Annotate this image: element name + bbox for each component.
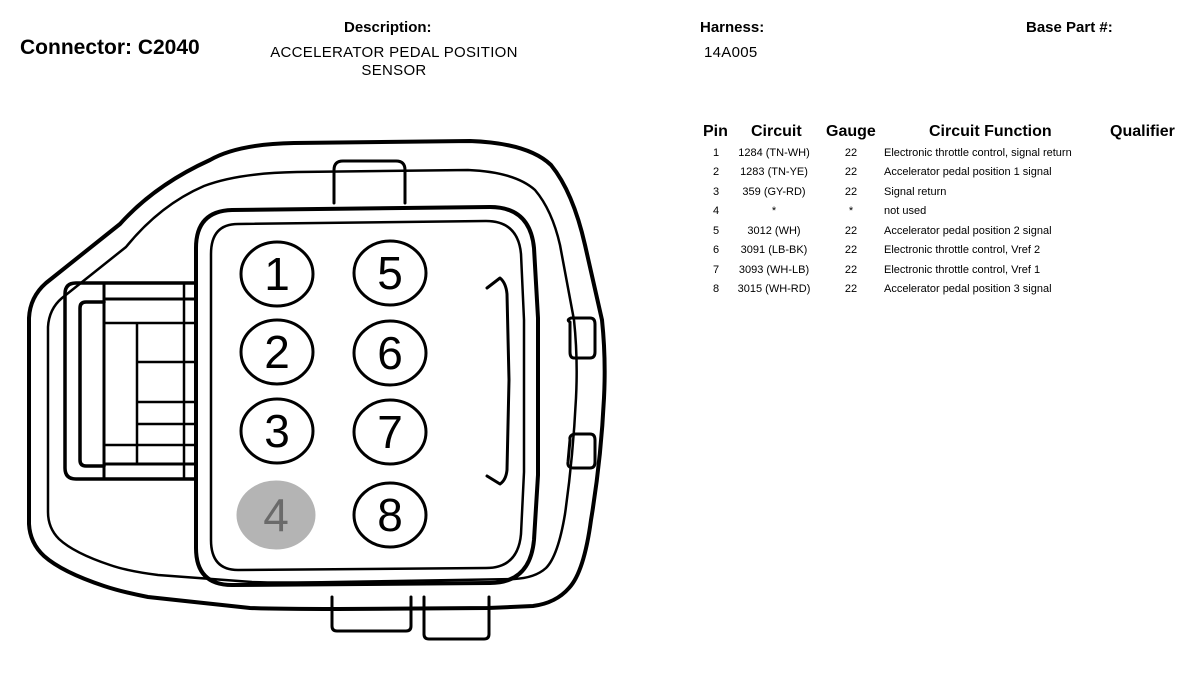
table-row: 7 3093 (WH-LB) 22 Electronic throttle co… <box>0 264 1200 283</box>
gauge: 22 <box>844 225 858 237</box>
pin-cavity-6 <box>352 319 428 387</box>
table-row: 4 * * not used <box>0 205 1200 224</box>
col-header-pin: Pin <box>703 123 728 140</box>
circuit-function: Accelerator pedal position 2 signal <box>884 225 1052 237</box>
description-label: Description: <box>344 19 432 36</box>
circuit: 3015 (WH-RD) <box>737 283 811 295</box>
top-latch-tab <box>332 159 407 205</box>
gauge: * <box>848 205 854 217</box>
connector-id: Connector: C2040 <box>20 36 200 59</box>
left-lock-bracket <box>78 300 106 468</box>
pin-number: 8 <box>712 283 720 295</box>
pin-cavity-7 <box>352 398 428 466</box>
pin-cavity-1 <box>239 240 315 308</box>
description-value: ACCELERATOR PEDAL POSITION SENSOR <box>270 44 518 79</box>
circuit-function: Electronic throttle control, Vref 2 <box>884 244 1041 256</box>
pin-label-4: 4 <box>263 489 289 541</box>
left-lock-outer <box>63 281 198 481</box>
gauge: 22 <box>844 166 858 178</box>
circuit: 359 (GY-RD) <box>742 186 806 198</box>
circuit-function: Electronic throttle control, signal retu… <box>884 147 1072 159</box>
left-lock-grid <box>102 281 198 481</box>
circuit-function: Accelerator pedal position 3 signal <box>884 283 1052 295</box>
pin-cavity-3 <box>239 397 315 465</box>
pin-label-2: 2 <box>264 326 290 378</box>
connector-face-diagram: 1 2 3 4 5 6 7 8 <box>27 139 607 641</box>
connector-outer-shell <box>27 139 607 611</box>
table-row: 5 3012 (WH) 22 Accelerator pedal positio… <box>0 225 1200 244</box>
bottom-tab-right <box>422 595 491 641</box>
table-row: 6 3091 (LB-BK) 22 Electronic throttle co… <box>0 244 1200 263</box>
pin-cavity-2 <box>239 318 315 386</box>
left-lock-frame <box>102 281 198 481</box>
col-header-qualifier: Qualifier <box>1110 123 1175 140</box>
table-row: 3 359 (GY-RD) 22 Signal return <box>0 186 1200 205</box>
circuit: 1283 (TN-YE) <box>740 166 808 178</box>
pin-cavity-block <box>194 205 540 587</box>
col-header-circuit-function: Circuit Function <box>929 123 1052 140</box>
gauge: 22 <box>844 186 858 198</box>
circuit-function: Signal return <box>884 186 947 198</box>
table-row: 8 3015 (WH-RD) 22 Accelerator pedal posi… <box>0 283 1200 302</box>
circuit-function: Accelerator pedal position 1 signal <box>884 166 1052 178</box>
pin-layout: 1 2 3 4 5 6 7 8 <box>236 239 428 550</box>
gauge: 22 <box>844 264 858 276</box>
pin-number: 5 <box>712 225 720 237</box>
pin-number: 6 <box>712 244 720 256</box>
pin-label-8: 8 <box>377 489 403 541</box>
pin-cavity-5 <box>352 239 428 307</box>
circuit: 3091 (LB-BK) <box>740 244 808 256</box>
circuit-function: Electronic throttle control, Vref 1 <box>884 264 1041 276</box>
pin-cavity-block-inner <box>209 219 526 572</box>
circuit: 3012 (WH) <box>747 225 801 237</box>
pin-label-6: 6 <box>377 327 403 379</box>
gauge: 22 <box>844 147 858 159</box>
base-part-label: Base Part #: <box>1026 19 1113 36</box>
pin-label-3: 3 <box>264 405 290 457</box>
pin-number: 7 <box>712 264 720 276</box>
circuit: * <box>771 205 777 217</box>
circuit-function: not used <box>884 205 927 217</box>
pin-label-1: 1 <box>264 248 290 300</box>
bottom-tab-left <box>330 595 413 633</box>
pin-number: 3 <box>712 186 720 198</box>
gauge: 22 <box>844 244 858 256</box>
pin-cavity-4 <box>236 480 316 550</box>
right-notch-lower <box>566 432 597 470</box>
connector-inner-shell <box>46 168 578 584</box>
pin-number: 2 <box>712 166 720 178</box>
col-header-circuit: Circuit <box>751 123 802 140</box>
pin-number: 4 <box>712 205 720 217</box>
table-row: 1 1284 (TN-WH) 22 Electronic throttle co… <box>0 147 1200 166</box>
table-row: 2 1283 (TN-YE) 22 Accelerator pedal posi… <box>0 166 1200 185</box>
right-notch-upper <box>566 316 597 360</box>
harness-label: Harness: <box>700 19 765 36</box>
pin-label-5: 5 <box>377 247 403 299</box>
circuit: 1284 (TN-WH) <box>738 147 810 159</box>
pin-label-7: 7 <box>377 406 403 458</box>
pin-cavity-8 <box>352 481 428 549</box>
col-header-gauge: Gauge <box>826 123 876 140</box>
right-key-rail <box>485 276 511 486</box>
circuit: 3093 (WH-LB) <box>738 264 810 276</box>
pin-number: 1 <box>712 147 720 159</box>
harness-value: 14A005 <box>704 44 758 61</box>
gauge: 22 <box>844 283 858 295</box>
